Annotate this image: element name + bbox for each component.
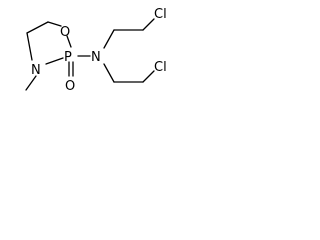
bond-ch2-ch2-top bbox=[26, 21, 49, 34]
atom-o-ring: O bbox=[60, 25, 70, 40]
atom-cl-top: Cl bbox=[154, 7, 167, 22]
structure-svg: O P O N N Cl Cl bbox=[25, 7, 167, 94]
bond-ch2-o bbox=[47, 21, 62, 27]
atom-p: P bbox=[64, 50, 72, 65]
atom-cl-bottom: Cl bbox=[154, 60, 167, 75]
bond-ch2-cl-upper bbox=[142, 18, 155, 31]
bond-p-n-ring bbox=[45, 57, 64, 65]
atom-o-double: O bbox=[65, 79, 75, 94]
atom-n-ring: N bbox=[31, 63, 41, 78]
bond-n-ring-ch2 bbox=[26, 32, 33, 61]
bond-n-ch2-upper bbox=[103, 29, 115, 49]
bond-o-p bbox=[66, 35, 72, 48]
atom-n-chain: N bbox=[91, 50, 101, 65]
bond-n-methyl bbox=[25, 75, 37, 91]
molecule-diagram: O P O N N Cl Cl bbox=[0, 0, 193, 125]
bond-ch2-cl-lower bbox=[142, 70, 155, 83]
bond-n-ch2-lower bbox=[103, 63, 115, 83]
